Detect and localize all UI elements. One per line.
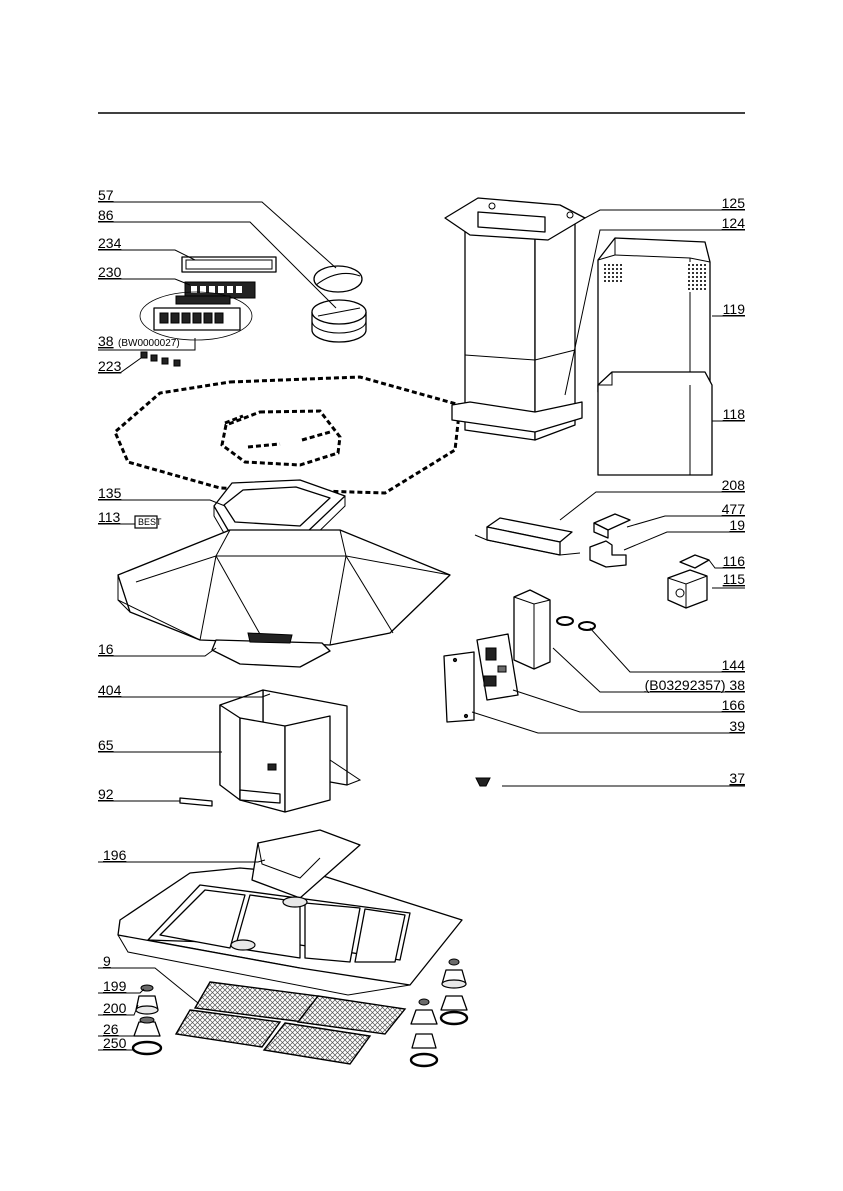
label-113-sticker: BEST bbox=[138, 517, 162, 527]
label-39: 39 bbox=[729, 718, 745, 734]
label-118: 118 bbox=[723, 406, 746, 422]
part-119-upper-chimney bbox=[598, 238, 710, 392]
label-230: 230 bbox=[98, 264, 122, 280]
part-223-buttons bbox=[141, 352, 180, 366]
part-92-bracket bbox=[180, 798, 212, 806]
label-135: 135 bbox=[98, 485, 122, 501]
label-119: 119 bbox=[723, 301, 746, 317]
part-200-lamp-holder bbox=[136, 996, 158, 1014]
part-208-capacitor bbox=[475, 518, 580, 555]
label-9: 9 bbox=[103, 953, 111, 969]
label-144: 144 bbox=[722, 657, 746, 673]
part-57-cap-disc bbox=[314, 266, 362, 292]
label-200: 200 bbox=[103, 1000, 127, 1016]
label-125: 125 bbox=[722, 195, 746, 211]
part-477-cover bbox=[594, 514, 630, 538]
label-234: 234 bbox=[98, 235, 122, 251]
part-196-hood-base bbox=[118, 830, 462, 995]
part-144-clips bbox=[557, 617, 595, 630]
part-19-bracket bbox=[590, 541, 626, 567]
part-113-label: BEST bbox=[135, 516, 162, 528]
label-116: 116 bbox=[723, 553, 746, 569]
label-113: 113 bbox=[98, 509, 121, 525]
label-124: 124 bbox=[722, 215, 746, 231]
label-37: 37 bbox=[729, 770, 745, 786]
label-65: 65 bbox=[98, 737, 114, 753]
lamp-cluster-right bbox=[411, 959, 467, 1066]
hood-canopy bbox=[118, 530, 450, 645]
part-118-lower-chimney bbox=[598, 372, 712, 475]
label-477: 477 bbox=[722, 501, 746, 517]
label-38: 38 bbox=[98, 333, 114, 349]
label-199: 199 bbox=[103, 978, 127, 994]
label-38-pcb: (B03292357) 38 bbox=[645, 677, 746, 693]
part-234-control-strip bbox=[182, 257, 276, 272]
part-9-grease-filters bbox=[176, 982, 405, 1064]
label-38-code: (BW0000027) bbox=[118, 338, 180, 349]
part-250-lamp-ring bbox=[133, 1042, 161, 1054]
label-166: 166 bbox=[722, 697, 746, 713]
label-250: 250 bbox=[103, 1035, 127, 1051]
part-38-control-board bbox=[140, 292, 252, 340]
part-26-lamp-socket bbox=[134, 1017, 160, 1036]
label-92: 92 bbox=[98, 786, 114, 802]
part-86-carbon-filter bbox=[312, 300, 366, 342]
part-37-small-clip bbox=[476, 778, 490, 786]
label-115: 115 bbox=[723, 571, 746, 587]
part-166-pcb-housing bbox=[514, 590, 550, 669]
label-16: 16 bbox=[98, 641, 114, 657]
glass-shelf-outline bbox=[115, 377, 460, 493]
label-86: 86 bbox=[98, 207, 114, 223]
part-65-inner-box bbox=[220, 690, 360, 812]
part-38-pcb bbox=[477, 634, 518, 700]
part-124-inner-chimney bbox=[452, 222, 582, 440]
part-116-clip bbox=[680, 555, 709, 568]
part-39-cover-plate bbox=[444, 652, 474, 722]
label-208: 208 bbox=[722, 477, 746, 493]
part-115-motor-block bbox=[668, 570, 707, 608]
label-223: 223 bbox=[98, 358, 122, 374]
label-404: 404 bbox=[98, 682, 122, 698]
label-196: 196 bbox=[103, 847, 127, 863]
label-19: 19 bbox=[729, 517, 745, 533]
label-57: 57 bbox=[98, 187, 114, 203]
